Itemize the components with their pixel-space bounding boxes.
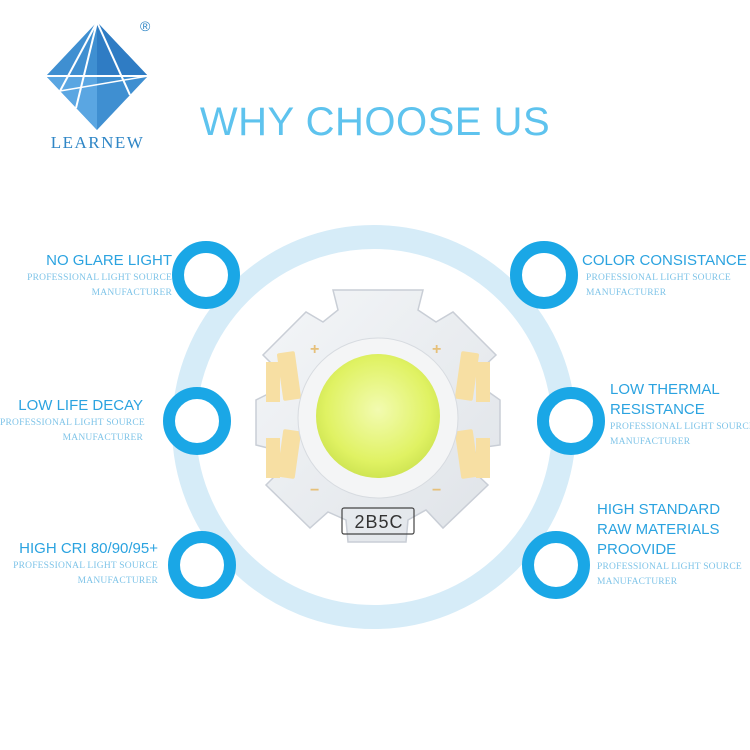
feature-subtitle: MANUFACTURER [77, 576, 158, 586]
feature-title: RAW MATERIALS [597, 521, 720, 538]
feature-ring-right-3 [522, 531, 590, 599]
feature-title: PROOVIDE [597, 541, 677, 558]
feature-ring-right-2 [537, 387, 605, 455]
feature-subtitle: PROFESSIONAL LIGHT SOURCE [0, 418, 145, 428]
feature-ring-right-1 [510, 241, 578, 309]
feature-subtitle: MANUFACTURER [586, 288, 667, 298]
pad-plus-right: + [432, 341, 442, 358]
feature-subtitle: PROFESSIONAL LIGHT SOURCE [586, 273, 731, 283]
feature-left-1: NO GLARE LIGHT PROFESSIONAL LIGHT SOURCE… [0, 251, 172, 301]
feature-left-3: HIGH CRI 80/90/95+ PROFESSIONAL LIGHT SO… [0, 539, 158, 589]
brand-name: LEARNEW [50, 133, 145, 152]
feature-subtitle: PROFESSIONAL LIGHT SOURCE [597, 562, 742, 572]
brand-logo-icon [46, 21, 149, 130]
led-board-image [255, 289, 501, 543]
feature-right-2: LOW THERMAL RESISTANCE PROFESSIONAL LIGH… [610, 380, 750, 450]
feature-right-3: HIGH STANDARD RAW MATERIALS PROOVIDE PRO… [597, 500, 742, 590]
page-title: WHY CHOOSE US [199, 100, 551, 144]
feature-ring-left-2 [163, 387, 231, 455]
feature-title: HIGH STANDARD [597, 501, 721, 518]
feature-title: RESISTANCE [610, 401, 705, 418]
feature-left-2: LOW LIFE DECAY PROFESSIONAL LIGHT SOURCE… [0, 396, 145, 446]
feature-subtitle: MANUFACTURER [610, 437, 691, 447]
feature-title: COLOR CONSISTANCE [582, 252, 747, 269]
feature-subtitle: PROFESSIONAL LIGHT SOURCE [610, 422, 750, 432]
pad-minus-left: − [310, 482, 320, 499]
feature-subtitle: MANUFACTURER [597, 577, 678, 587]
feature-title: LOW THERMAL [610, 381, 720, 398]
feature-title: HIGH CRI 80/90/95+ [19, 540, 158, 557]
feature-subtitle: PROFESSIONAL LIGHT SOURCE [13, 561, 158, 571]
pad-minus-right: − [432, 482, 442, 499]
model-label: 2B5C [354, 512, 404, 532]
feature-ring-left-1 [172, 241, 240, 309]
registered-mark: ® [140, 18, 151, 34]
feature-ring-left-3 [168, 531, 236, 599]
feature-subtitle: MANUFACTURER [62, 433, 143, 443]
feature-subtitle: PROFESSIONAL LIGHT SOURCE [27, 273, 172, 283]
feature-subtitle: MANUFACTURER [91, 288, 172, 298]
pad-plus-left: + [310, 341, 320, 358]
feature-title: NO GLARE LIGHT [46, 252, 172, 269]
feature-title: LOW LIFE DECAY [18, 397, 143, 414]
feature-right-1: COLOR CONSISTANCE PROFESSIONAL LIGHT SOU… [582, 251, 747, 301]
